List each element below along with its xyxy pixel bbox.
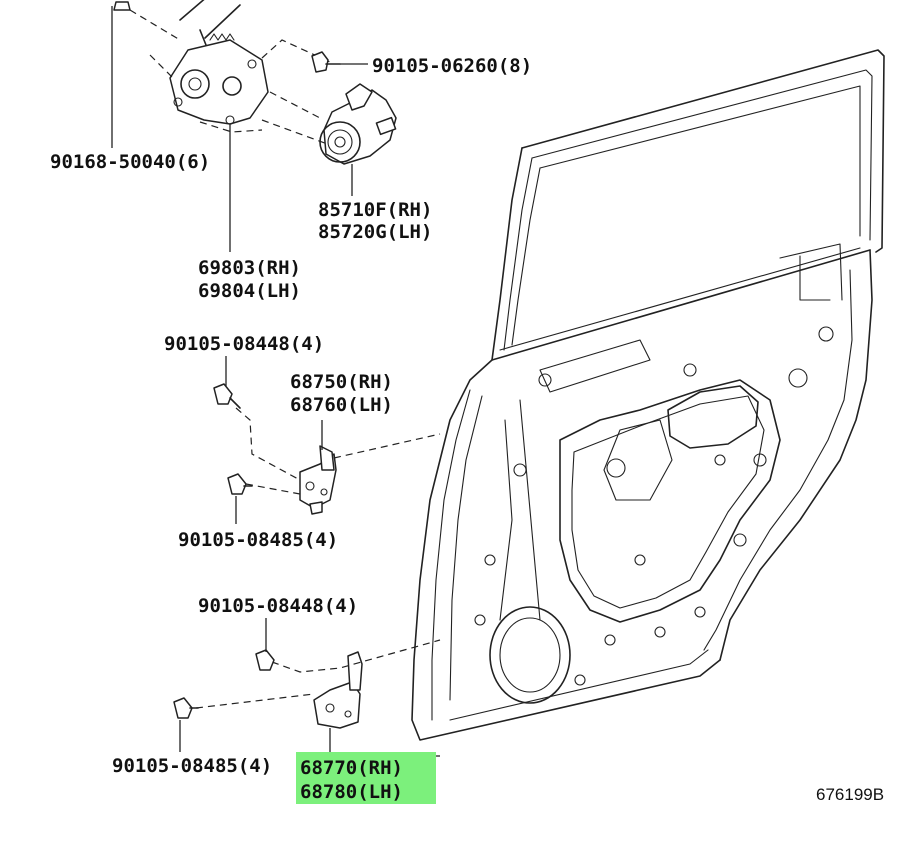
- callout-bolt-upper-hinge-b: 90105-08485(4): [178, 529, 338, 551]
- callout-screw-left: 90168-50040(6): [50, 151, 210, 173]
- screw-icon: [113, 1, 131, 11]
- regulator-guide-line: [129, 9, 331, 133]
- callout-bolt-lower-hinge-b: 90105-08485(4): [112, 755, 272, 777]
- callout-motor-rh: 85710F(RH): [318, 199, 432, 221]
- callout-motor-lh: 85720G(LH): [318, 221, 432, 243]
- bolt-icon: [227, 473, 253, 495]
- callout-regulator-rh: 69803(RH): [198, 257, 301, 279]
- figure-reference: 676199B: [816, 785, 884, 804]
- bolt-icon: [255, 649, 275, 671]
- callout-lower-hinge-lh: 68780(LH): [300, 781, 403, 803]
- bolt-icon: [173, 697, 199, 719]
- rear-door-panel: [411, 49, 885, 741]
- highlight-box: [296, 752, 436, 804]
- regulator-guide-line: [261, 91, 331, 146]
- window-motor: [319, 83, 397, 165]
- lower-hinge-guide-line: [195, 639, 441, 709]
- callout-lower-hinge-rh: 68770(RH): [300, 757, 403, 779]
- bolt-icon: [311, 51, 341, 73]
- callout-bolt-top: 90105-06260(8): [372, 55, 532, 77]
- upper-hinge: [299, 445, 337, 515]
- callout-regulator-lh: 69804(LH): [198, 280, 301, 302]
- upper-hinge-guide-line: [235, 407, 441, 495]
- window-regulator-assembly: [169, 0, 269, 125]
- callout-upper-hinge-lh: 68760(LH): [290, 394, 393, 416]
- callout-upper-hinge-rh: 68750(RH): [290, 371, 393, 393]
- callout-bolt-lower-hinge-a: 90105-08448(4): [198, 595, 358, 617]
- lower-hinge: [313, 651, 363, 729]
- bolt-icon: [213, 383, 241, 409]
- callout-bolt-upper-hinge-a: 90105-08448(4): [164, 333, 324, 355]
